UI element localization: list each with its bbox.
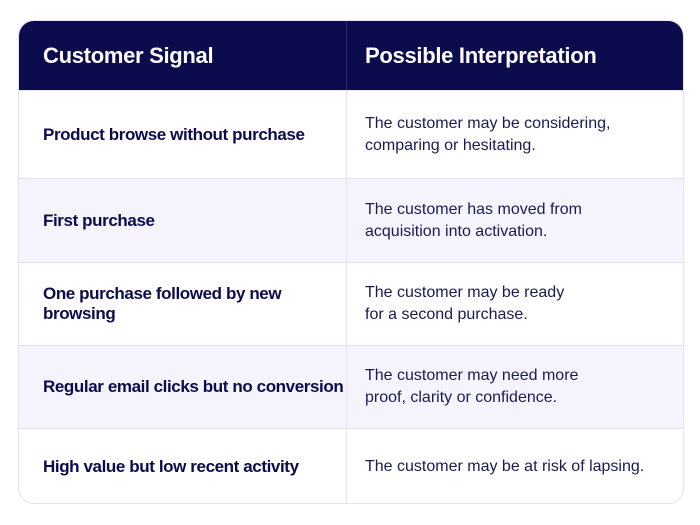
interpretation-line: The customer may be ready: [365, 284, 565, 301]
signal-cell: Product browse without purchase: [19, 91, 347, 178]
interpretation-line: The customer may be considering,: [365, 114, 611, 132]
signal-cell: High value but low recent activity: [19, 429, 347, 503]
interpretation-cell: The customer may need more proof, clarit…: [347, 346, 683, 428]
interpretation-cell: The customer may be at risk of lapsing.: [347, 429, 683, 503]
table-row: First purchase The customer has moved fr…: [19, 178, 683, 262]
column-header-customer-signal: Customer Signal: [19, 21, 347, 90]
interpretation-line: The customer may be at risk of lapsing.: [365, 457, 645, 475]
signal-interpretation-table: Customer Signal Possible Interpretation …: [18, 20, 684, 504]
table-header-row: Customer Signal Possible Interpretation: [19, 21, 683, 90]
table-row: Product browse without purchase The cust…: [19, 90, 683, 178]
interpretation-line: The customer may need more: [365, 367, 579, 384]
interpretation-line: comparing or hesitating.: [365, 136, 536, 154]
column-header-possible-interpretation: Possible Interpretation: [365, 42, 597, 68]
table-row: Regular email clicks but no conversion T…: [19, 345, 683, 428]
signal-cell: First purchase: [19, 179, 347, 262]
interpretation-line: The customer has moved from: [365, 200, 582, 218]
interpretation-cell: The customer may be considering, compari…: [347, 91, 683, 178]
interpretation-cell: The customer may be ready for a second p…: [347, 263, 683, 345]
interpretation-line: for a second purchase.: [365, 306, 528, 323]
interpretation-line: acquisition into activation.: [365, 222, 548, 240]
interpretation-cell: The customer has moved from acquisition …: [347, 179, 683, 262]
interpretation-line: proof, clarity or confidence.: [365, 389, 558, 406]
signal-cell: Regular email clicks but no conversion: [19, 346, 347, 428]
signal-cell: One purchase followed by new browsing: [19, 263, 347, 345]
table-row: High value but low recent activity The c…: [19, 428, 683, 503]
table-row: One purchase followed by new browsing Th…: [19, 262, 683, 345]
